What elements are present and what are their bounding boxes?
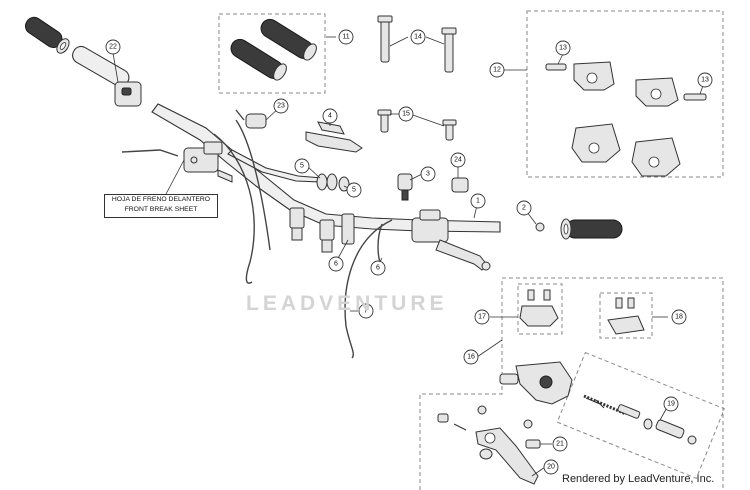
bolts-15 [377, 109, 457, 141]
callout-11: 11 [338, 29, 354, 45]
bolts-14 [377, 15, 457, 73]
master-cylinder-16 [499, 361, 573, 405]
group-box-grips [218, 13, 326, 94]
callout-19: 19 [663, 396, 679, 412]
left-brake-assembly [121, 141, 233, 183]
group-box-piston-kit [556, 351, 726, 479]
svg-text:1: 1 [476, 198, 480, 205]
svg-text:12: 12 [493, 67, 501, 74]
svg-text:4: 4 [328, 113, 332, 120]
svg-text:20: 20 [547, 464, 555, 471]
svg-text:15: 15 [402, 111, 410, 118]
svg-text:13: 13 [701, 77, 709, 84]
lever-20 [437, 405, 541, 485]
handlebar-clamps [289, 207, 355, 253]
callout-2: 2 [516, 200, 532, 216]
left-grip [24, 16, 70, 54]
watermark: LEADVENTURE [246, 292, 448, 315]
svg-text:2: 2 [522, 205, 526, 212]
throttle-cable [235, 119, 271, 251]
svg-text:23: 23 [277, 103, 285, 110]
kill-switch [397, 173, 413, 201]
callout-17: 17 [474, 309, 490, 325]
callout-16: 16 [463, 349, 479, 365]
callout-21: 21 [552, 436, 568, 452]
callout-3: 3 [420, 166, 436, 182]
upper-clamps-12 [545, 61, 707, 177]
start-switch [451, 177, 469, 193]
rendered-by-label: Rendered by LeadVenture, Inc. [562, 473, 715, 485]
group-box-clamp-18 [599, 292, 653, 339]
svg-text:3: 3 [426, 171, 430, 178]
svg-text:5: 5 [352, 187, 356, 194]
svg-text:17: 17 [478, 314, 486, 321]
callout-20: 20 [543, 459, 559, 475]
left-switch-housing [72, 45, 142, 107]
callout-6b: 6 [370, 260, 386, 276]
grips-pair [230, 18, 317, 81]
svg-text:22: 22 [109, 44, 117, 51]
front-brake-sheet-note: HOJA DE FRENO DELANTERO FRONT BREAK SHEE… [104, 194, 218, 218]
svg-text:16: 16 [467, 354, 475, 361]
callout-24: 24 [450, 152, 466, 168]
svg-text:6: 6 [334, 261, 338, 268]
svg-text:18: 18 [675, 314, 683, 321]
callout-6a: 6 [328, 256, 344, 272]
right-grip [535, 218, 623, 240]
svg-text:21: 21 [556, 441, 564, 448]
group-box-reservoir-cap [517, 283, 563, 335]
callout-14: 14 [410, 29, 426, 45]
callout-5b: 5 [346, 182, 362, 198]
svg-text:7: 7 [364, 308, 368, 315]
callout-12: 12 [489, 62, 505, 78]
svg-text:11: 11 [342, 34, 349, 41]
group-box-clamps [526, 10, 724, 178]
svg-text:19: 19 [667, 401, 675, 408]
small-clamp-18 [607, 297, 645, 335]
brake-cable [213, 133, 255, 284]
callout-1: 1 [470, 193, 486, 209]
callout-13b: 13 [697, 72, 713, 88]
bar-clamp-cover [305, 121, 363, 153]
callout-22: 22 [105, 39, 121, 55]
piston-kit-19 [583, 394, 697, 445]
right-brake-lever [411, 209, 491, 271]
callout-5a: 5 [294, 158, 310, 174]
group-box-lever-assembly [419, 277, 724, 490]
note-line-spanish: HOJA DE FRENO DELANTERO [111, 196, 211, 203]
svg-text:6: 6 [376, 265, 380, 272]
callout-18: 18 [671, 309, 687, 325]
cable-6 [377, 223, 383, 263]
callout-15: 15 [398, 106, 414, 122]
spacers-5 [316, 173, 350, 192]
reservoir-cap-17 [519, 289, 559, 327]
svg-text:5: 5 [300, 163, 304, 170]
svg-text:24: 24 [454, 157, 462, 164]
svg-text:13: 13 [559, 45, 567, 52]
callout-7: 7 [358, 303, 374, 319]
note-line-english: FRONT BREAK SHEET [124, 206, 198, 213]
callout-13a: 13 [555, 40, 571, 56]
callout-23: 23 [273, 98, 289, 114]
svg-text:14: 14 [414, 34, 422, 41]
clutch-cable-7 [344, 219, 393, 359]
switch-23 [235, 109, 267, 129]
callout-4: 4 [322, 108, 338, 124]
